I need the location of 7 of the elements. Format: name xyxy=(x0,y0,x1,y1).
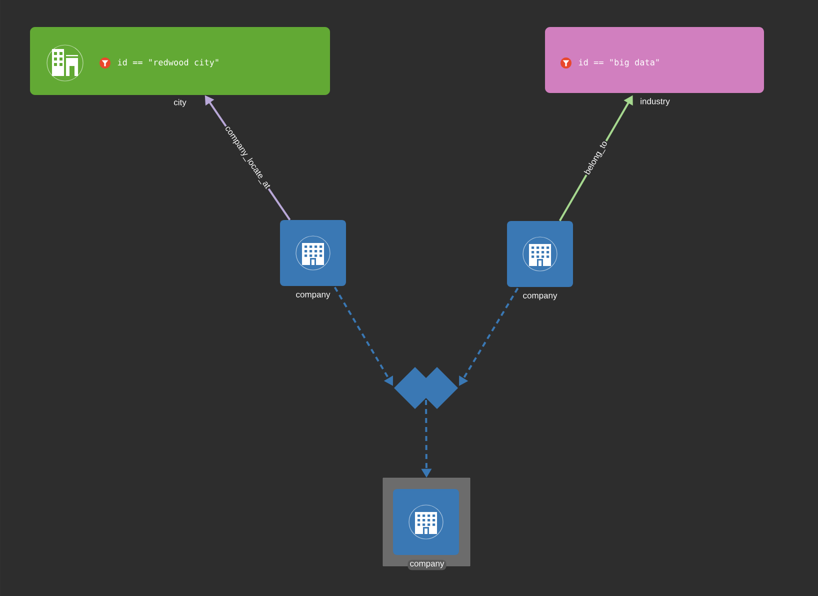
node-label: industry xyxy=(640,98,670,106)
join-diamond xyxy=(394,367,458,409)
node-label: company xyxy=(296,292,330,300)
filter-box: id == "redwood city" xyxy=(30,27,330,95)
filter-box: id == "big data" xyxy=(545,27,764,93)
node-label: city xyxy=(174,99,186,107)
node-label: company xyxy=(523,294,558,300)
